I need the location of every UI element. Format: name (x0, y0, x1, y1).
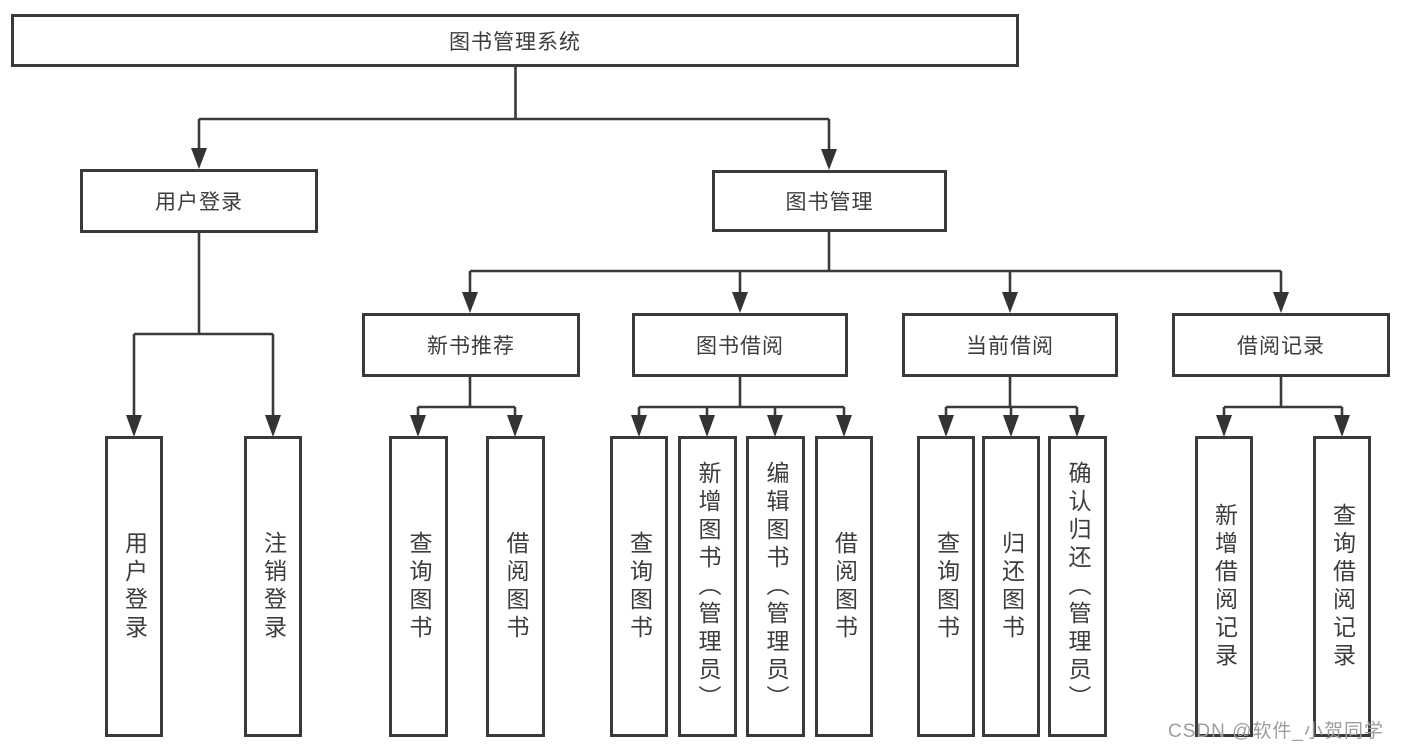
node-borrowing-records: 借阅记录 (1172, 313, 1390, 377)
leaf-user-login: 用户登录 (105, 436, 163, 737)
leaf-borrowing-query-books: 查询图书 (610, 436, 668, 737)
leaf-add-borrow-record: 新增借阅记录 (1195, 436, 1253, 737)
leaf-borrow-books: 借阅图书 (815, 436, 873, 737)
leaf-newbooks-borrow-books: 借阅图书 (486, 436, 545, 737)
leaf-current-query-books: 查询图书 (917, 436, 975, 737)
leaf-return-books: 归还图书 (982, 436, 1040, 737)
leaf-edit-books-admin: 编辑图书（管理员） (746, 436, 805, 737)
node-book-management: 图书管理 (712, 170, 947, 232)
node-book-borrowing: 图书借阅 (632, 313, 848, 377)
leaf-add-books-admin: 新增图书（管理员） (678, 436, 737, 737)
node-current-borrowing: 当前借阅 (902, 313, 1118, 377)
leaf-confirm-return-admin: 确认归还（管理员） (1048, 436, 1107, 737)
node-user-login: 用户登录 (80, 169, 318, 233)
leaf-logout: 注销登录 (244, 436, 302, 737)
leaf-query-borrow-record: 查询借阅记录 (1313, 436, 1371, 737)
csdn-watermark: CSDN @软件_小贺同学 (1168, 721, 1384, 742)
node-new-books: 新书推荐 (362, 313, 580, 377)
node-root-system: 图书管理系统 (11, 14, 1019, 67)
leaf-newbooks-query-books: 查询图书 (389, 436, 448, 737)
